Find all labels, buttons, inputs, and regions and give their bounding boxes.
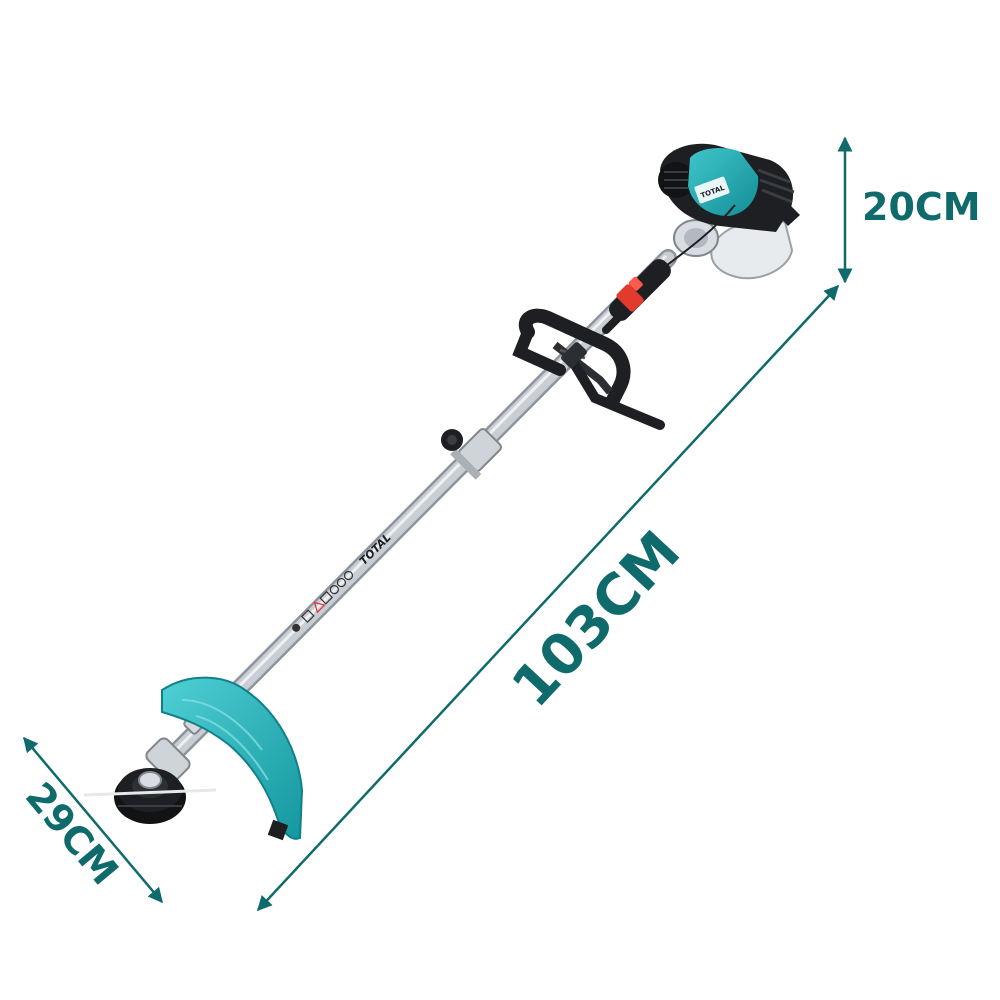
engine: TOTAL xyxy=(649,143,800,280)
height-label: 20CM xyxy=(862,185,981,229)
loop-handle xyxy=(512,308,665,430)
height-dimension: 20CM xyxy=(837,136,981,284)
brush-cutter: TOTAL xyxy=(83,143,800,841)
engine-brand-badge: TOTAL xyxy=(694,176,730,204)
trimmer-head xyxy=(83,768,217,824)
air-filter-grille xyxy=(658,162,694,198)
width-label: 29CM xyxy=(17,774,127,893)
width-arrow xyxy=(23,736,163,904)
length-arrow xyxy=(256,284,840,912)
cutting-head-assembly xyxy=(83,676,304,841)
